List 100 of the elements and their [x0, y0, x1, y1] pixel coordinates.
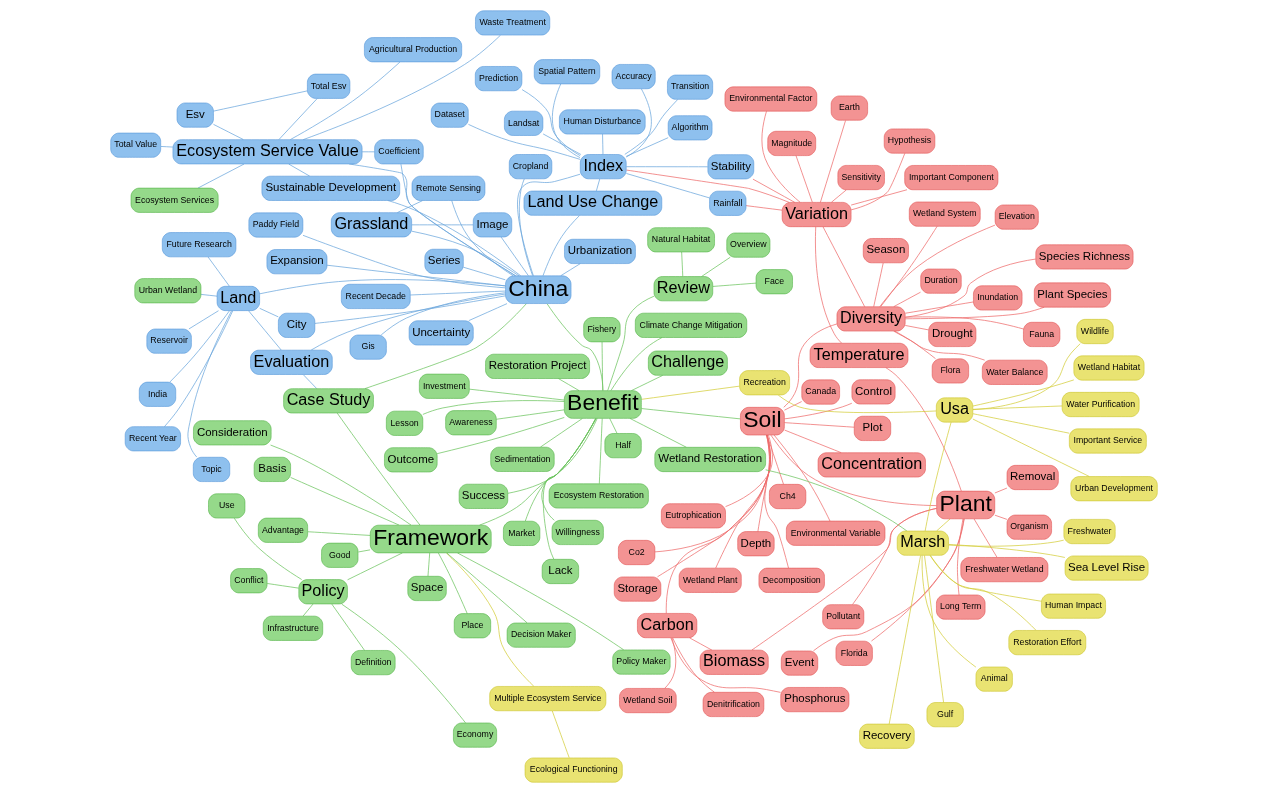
node-box: Willingness — [551, 520, 604, 545]
node-box: Esv — [176, 102, 214, 128]
connector — [380, 292, 506, 336]
node-box: Fishery — [582, 317, 620, 343]
node-box: Elevation — [994, 204, 1039, 230]
connector — [546, 303, 603, 391]
node-box: Human Impact — [1040, 593, 1106, 619]
connector — [258, 307, 279, 318]
node-box: Biomass — [699, 649, 769, 675]
connector — [878, 224, 995, 307]
connector — [994, 514, 1007, 520]
node-box: Storage — [613, 576, 661, 602]
node-box: Florida — [835, 640, 873, 666]
connector — [904, 316, 1024, 330]
node-box: Sedimentation — [489, 446, 554, 472]
connector — [608, 418, 617, 434]
node-box: Natural Habitat — [646, 227, 715, 253]
connector — [904, 301, 974, 314]
connector — [751, 508, 937, 651]
node-box: Climate Change Mitigation — [634, 312, 747, 338]
node-box: Denitrification — [702, 692, 764, 717]
connector — [630, 375, 663, 391]
connector — [330, 603, 365, 651]
node-box: Species Richness — [1035, 244, 1133, 270]
node-box: Wildlife — [1076, 319, 1113, 344]
node-box: Wetland Soil — [618, 688, 676, 713]
node-box: Sensitivity — [837, 165, 885, 190]
connector — [752, 178, 795, 203]
connector — [625, 173, 710, 199]
connector — [207, 256, 230, 287]
connector — [409, 290, 506, 296]
node-box: Remote Sensing — [411, 175, 485, 201]
node-box: City — [277, 312, 315, 338]
node-box: Transition — [666, 74, 713, 100]
node-box: Diversity — [836, 306, 905, 332]
node-box: Season — [862, 238, 909, 264]
node-box: Land Use Change — [523, 190, 662, 216]
connector — [924, 421, 951, 532]
connector — [516, 173, 580, 277]
node-box: Decomposition — [758, 567, 825, 593]
connector — [595, 178, 600, 192]
connector — [478, 418, 596, 526]
connector — [340, 603, 466, 724]
connector — [269, 444, 411, 526]
node-box: Total Value — [109, 132, 161, 158]
node-box: Algorithm — [667, 115, 712, 141]
connector — [437, 552, 468, 614]
node-box: Sustainable Development — [261, 175, 400, 201]
node-box: Image — [472, 212, 512, 238]
node-box: Outcome — [383, 447, 437, 473]
node-box: Important Service — [1068, 428, 1147, 454]
node-box: Wetland Habitat — [1073, 355, 1144, 381]
connector — [542, 133, 581, 155]
node-box: Wetland System — [908, 201, 980, 227]
connector — [994, 487, 1007, 494]
node-box: Landsat — [503, 110, 543, 136]
node-box: Lesson — [385, 410, 423, 436]
connector — [972, 343, 1081, 410]
connector — [712, 282, 756, 287]
node-box: Event — [780, 650, 818, 676]
connector — [884, 367, 962, 492]
node-box: Review — [653, 276, 713, 302]
connector — [904, 325, 929, 331]
connector — [972, 379, 1074, 407]
connector — [904, 306, 1044, 320]
connector — [363, 303, 527, 389]
connector — [521, 89, 581, 157]
connector — [467, 303, 507, 321]
node-box: Waste Treatment — [474, 10, 550, 36]
connector — [445, 552, 528, 624]
node-box: Recovery — [858, 723, 915, 749]
node-box: Drought — [927, 322, 976, 347]
node-box: Wetland Restoration — [654, 447, 766, 472]
node-box: Framework — [369, 524, 491, 554]
node-box: Advantage — [257, 517, 308, 543]
node-box: Place — [453, 613, 491, 639]
node-box: Stability — [707, 154, 754, 180]
connector — [287, 163, 310, 177]
node-box: Total Esv — [306, 73, 350, 99]
connector — [551, 710, 570, 758]
node-box: Coefficient — [373, 139, 424, 165]
node-box: Land — [216, 286, 260, 311]
node-box: Gulf — [926, 702, 964, 728]
node-box: Flora — [931, 358, 969, 384]
node-box: Canada — [801, 379, 840, 405]
node-box: Future Research — [161, 232, 236, 258]
node-box: Policy — [298, 579, 348, 605]
node-box: Topic — [192, 457, 230, 482]
node-box: Grassland — [330, 212, 412, 238]
connector — [745, 205, 782, 211]
connector — [601, 341, 603, 391]
node-box: Recent Decade — [340, 284, 411, 309]
connector — [197, 163, 244, 189]
connector — [783, 422, 855, 428]
connector — [306, 531, 371, 536]
connector — [462, 266, 506, 281]
node-box: Decision Maker — [506, 622, 576, 648]
node-box: Evaluation — [249, 349, 333, 375]
connector — [436, 417, 565, 455]
connector — [680, 251, 683, 277]
